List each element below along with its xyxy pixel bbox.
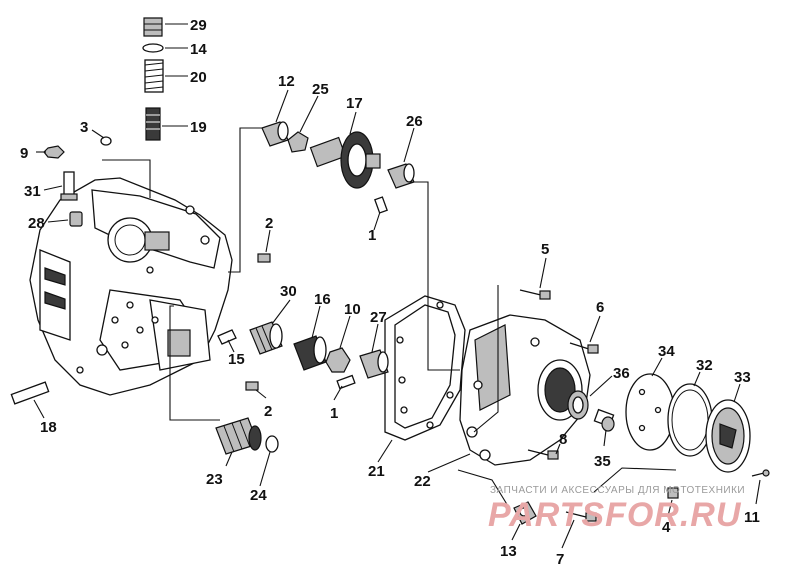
callout-34: 34: [658, 343, 675, 360]
callout-5: 5: [541, 241, 549, 258]
screw-6: [569, 342, 599, 354]
callout-19: 19: [190, 119, 207, 136]
bearing-30: [249, 321, 283, 355]
cam-gear-17: [309, 131, 381, 189]
key-15: [217, 329, 237, 345]
callout-numbers: 29 14 20 19 3 9 31 28 12 25 17 26 2 1 5 …: [20, 17, 760, 568]
callout-2b: 2: [264, 403, 272, 420]
cover-34: [625, 373, 675, 451]
callout-35: 35: [594, 453, 611, 470]
screw-11: [751, 469, 770, 477]
bearing-36: [567, 390, 589, 420]
ball-3: [100, 136, 112, 146]
callout-24: 24: [250, 487, 267, 504]
gear-16: [293, 335, 327, 371]
gasket: [384, 295, 466, 441]
spring-20: [144, 59, 164, 93]
leader-lines: [33, 23, 761, 549]
pin-2a: [257, 253, 271, 263]
rod-18: [10, 381, 50, 405]
callout-11: 11: [744, 509, 760, 526]
nut-9: [43, 145, 65, 159]
callout-8: 8: [559, 431, 567, 448]
callout-20: 20: [190, 69, 207, 86]
callout-32: 32: [696, 357, 713, 374]
piston-19: [145, 107, 161, 141]
callout-15: 15: [228, 351, 245, 368]
callout-10: 10: [344, 301, 361, 318]
callout-7: 7: [556, 551, 564, 568]
dowel-pin-1b: [336, 374, 356, 390]
bearing-12: [261, 121, 289, 147]
callout-9: 9: [20, 145, 28, 162]
callout-28: 28: [28, 215, 45, 232]
crankcase-housing: [29, 177, 233, 396]
fitting-28: [69, 211, 83, 227]
pin-2b: [245, 381, 259, 391]
callout-21: 21: [368, 463, 385, 480]
callout-36: 36: [613, 365, 630, 382]
callout-12: 12: [278, 73, 295, 90]
screw-5: [519, 289, 551, 300]
callout-3: 3: [80, 119, 88, 136]
callout-17: 17: [346, 95, 363, 112]
bearing-26: [387, 163, 415, 189]
cap-29: [143, 17, 163, 37]
spacer-35: [593, 408, 615, 432]
callout-26: 26: [406, 113, 423, 130]
watermark: ЗАПЧАСТИ И АКСЕССУАРЫ ДЛЯ МОТОТЕХНИКИ PA…: [488, 485, 745, 534]
screw-7: [565, 511, 597, 522]
callout-25: 25: [312, 81, 329, 98]
cam-cover: [459, 314, 591, 466]
callout-1b: 1: [330, 405, 338, 422]
callout-4: 4: [662, 519, 671, 536]
callout-31: 31: [24, 183, 41, 200]
o-ring-14: [142, 43, 164, 53]
callout-33: 33: [734, 369, 751, 386]
washer-25: [287, 131, 309, 153]
oil-pump-23: [215, 417, 262, 455]
washer-24: [265, 435, 279, 453]
screw-8: [527, 449, 559, 460]
fitting-13: [513, 501, 537, 525]
callout-2a: 2: [265, 215, 273, 232]
callout-14: 14: [190, 41, 207, 58]
dowel-pin-1a: [374, 196, 388, 214]
callout-27: 27: [370, 309, 387, 326]
sensor-31: [60, 171, 78, 201]
callout-1a: 1: [368, 227, 376, 244]
callout-22: 22: [414, 473, 431, 490]
watermark-caption: ЗАПЧАСТИ И АКСЕССУАРЫ ДЛЯ МОТОТЕХНИКИ: [490, 485, 745, 496]
screw-4: [667, 487, 679, 499]
callout-30: 30: [280, 283, 297, 300]
callout-13: 13: [500, 543, 517, 560]
emblem-cover-33: [705, 399, 751, 473]
gasket-32: [667, 383, 713, 457]
watermark-brand: PARTSFOR.RU: [488, 496, 742, 534]
callout-29: 29: [190, 17, 207, 34]
callout-16: 16: [314, 291, 331, 308]
bearing-27: [359, 349, 389, 379]
callout-18: 18: [40, 419, 57, 436]
callout-23: 23: [206, 471, 223, 488]
nut-10: [325, 347, 351, 373]
callout-6: 6: [596, 299, 604, 316]
